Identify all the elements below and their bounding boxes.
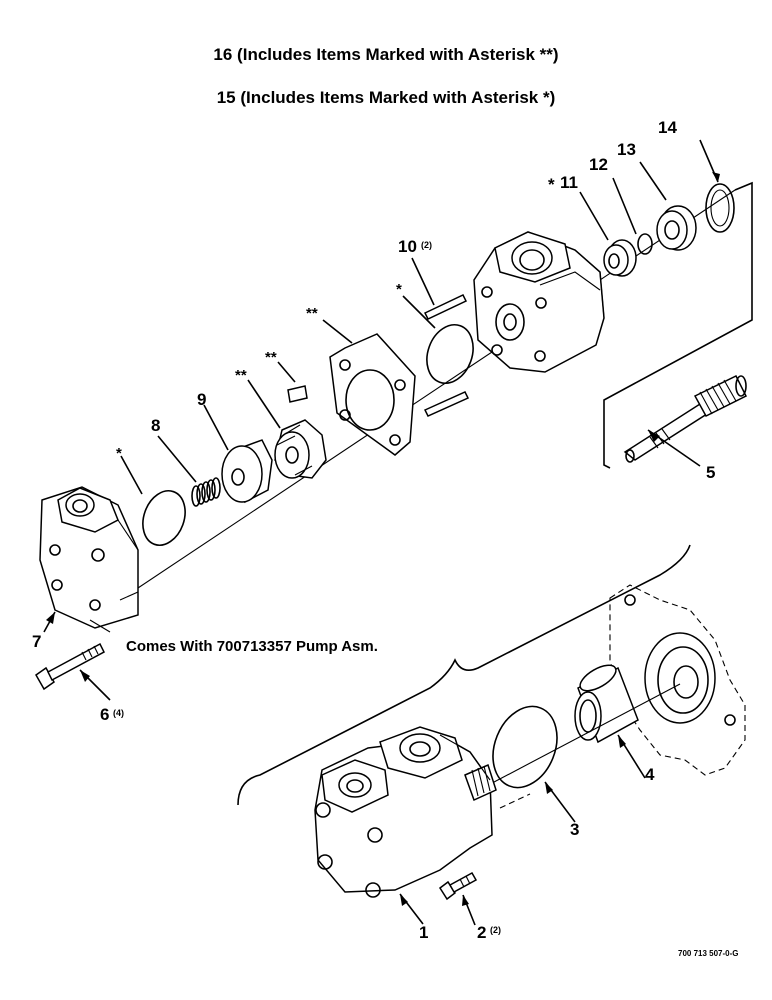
part-14-snap-ring <box>705 183 735 233</box>
part-9-rotor-cap <box>221 439 273 504</box>
part-13-bearing <box>656 205 697 251</box>
callout-4: 4 <box>645 765 655 784</box>
double-asterisk-plate: ** <box>306 305 318 322</box>
callout-7: 7 <box>32 632 41 651</box>
part-10-dowel-pins <box>423 294 470 417</box>
part-5-shaft-box <box>603 181 753 469</box>
callout-14: 14 <box>658 118 677 137</box>
pump-asm-note: Comes With 700713357 Pump Asm. <box>126 638 378 655</box>
callout-2-qty: (2) <box>490 925 501 935</box>
asterisk-o-ring-mid: * <box>396 281 402 298</box>
double-asterisk-key: ** <box>265 349 277 366</box>
figure-id: 700 713 507-0-G <box>678 949 739 958</box>
callout-10: 10 <box>398 237 417 256</box>
part-6-cap-screw <box>35 642 105 691</box>
part-5-drive-shaft <box>623 375 748 463</box>
o-ring-mid <box>426 324 474 384</box>
assembly-axis-line <box>119 189 736 601</box>
callout-8: 8 <box>151 416 160 435</box>
o-ring-left <box>142 490 186 546</box>
leader-lines <box>43 139 720 926</box>
pump-assembly-bracket <box>237 544 691 806</box>
gear-rotor <box>274 419 327 479</box>
rear-housing <box>473 231 605 373</box>
callout-6: 6 <box>100 705 109 724</box>
key-part <box>287 385 308 403</box>
callout-5: 5 <box>706 463 715 482</box>
part-7-front-housing <box>39 486 139 629</box>
part-2-cap-screw <box>438 871 478 901</box>
asterisk-o-ring-left: * <box>116 445 122 462</box>
callout-10-qty: (2) <box>421 240 432 250</box>
callout-3: 3 <box>570 820 579 839</box>
callout-9: 9 <box>197 390 206 409</box>
callout-6-qty: (4) <box>113 708 124 718</box>
part-12-retaining-ring <box>637 233 653 255</box>
header-line-16: 16 (Includes Items Marked with Asterisk … <box>213 45 559 64</box>
callout-12: 12 <box>589 155 608 174</box>
part-3-o-ring <box>492 705 558 789</box>
part-1-pump-body <box>314 726 497 898</box>
callout-13: 13 <box>617 140 636 159</box>
callout-2: 2 <box>477 923 486 942</box>
callout-11-mark: * <box>548 175 555 194</box>
part-8-spring <box>191 477 221 507</box>
part-11-shaft-seal <box>603 239 637 277</box>
wear-plate <box>329 333 416 456</box>
header-line-15: 15 (Includes Items Marked with Asterisk … <box>216 88 556 107</box>
part-4-bushing <box>574 664 639 744</box>
mounting-flange <box>609 584 746 776</box>
callout-11: 11 <box>560 173 578 192</box>
callout-1: 1 <box>419 923 428 942</box>
double-asterisk-gear: ** <box>235 367 247 384</box>
